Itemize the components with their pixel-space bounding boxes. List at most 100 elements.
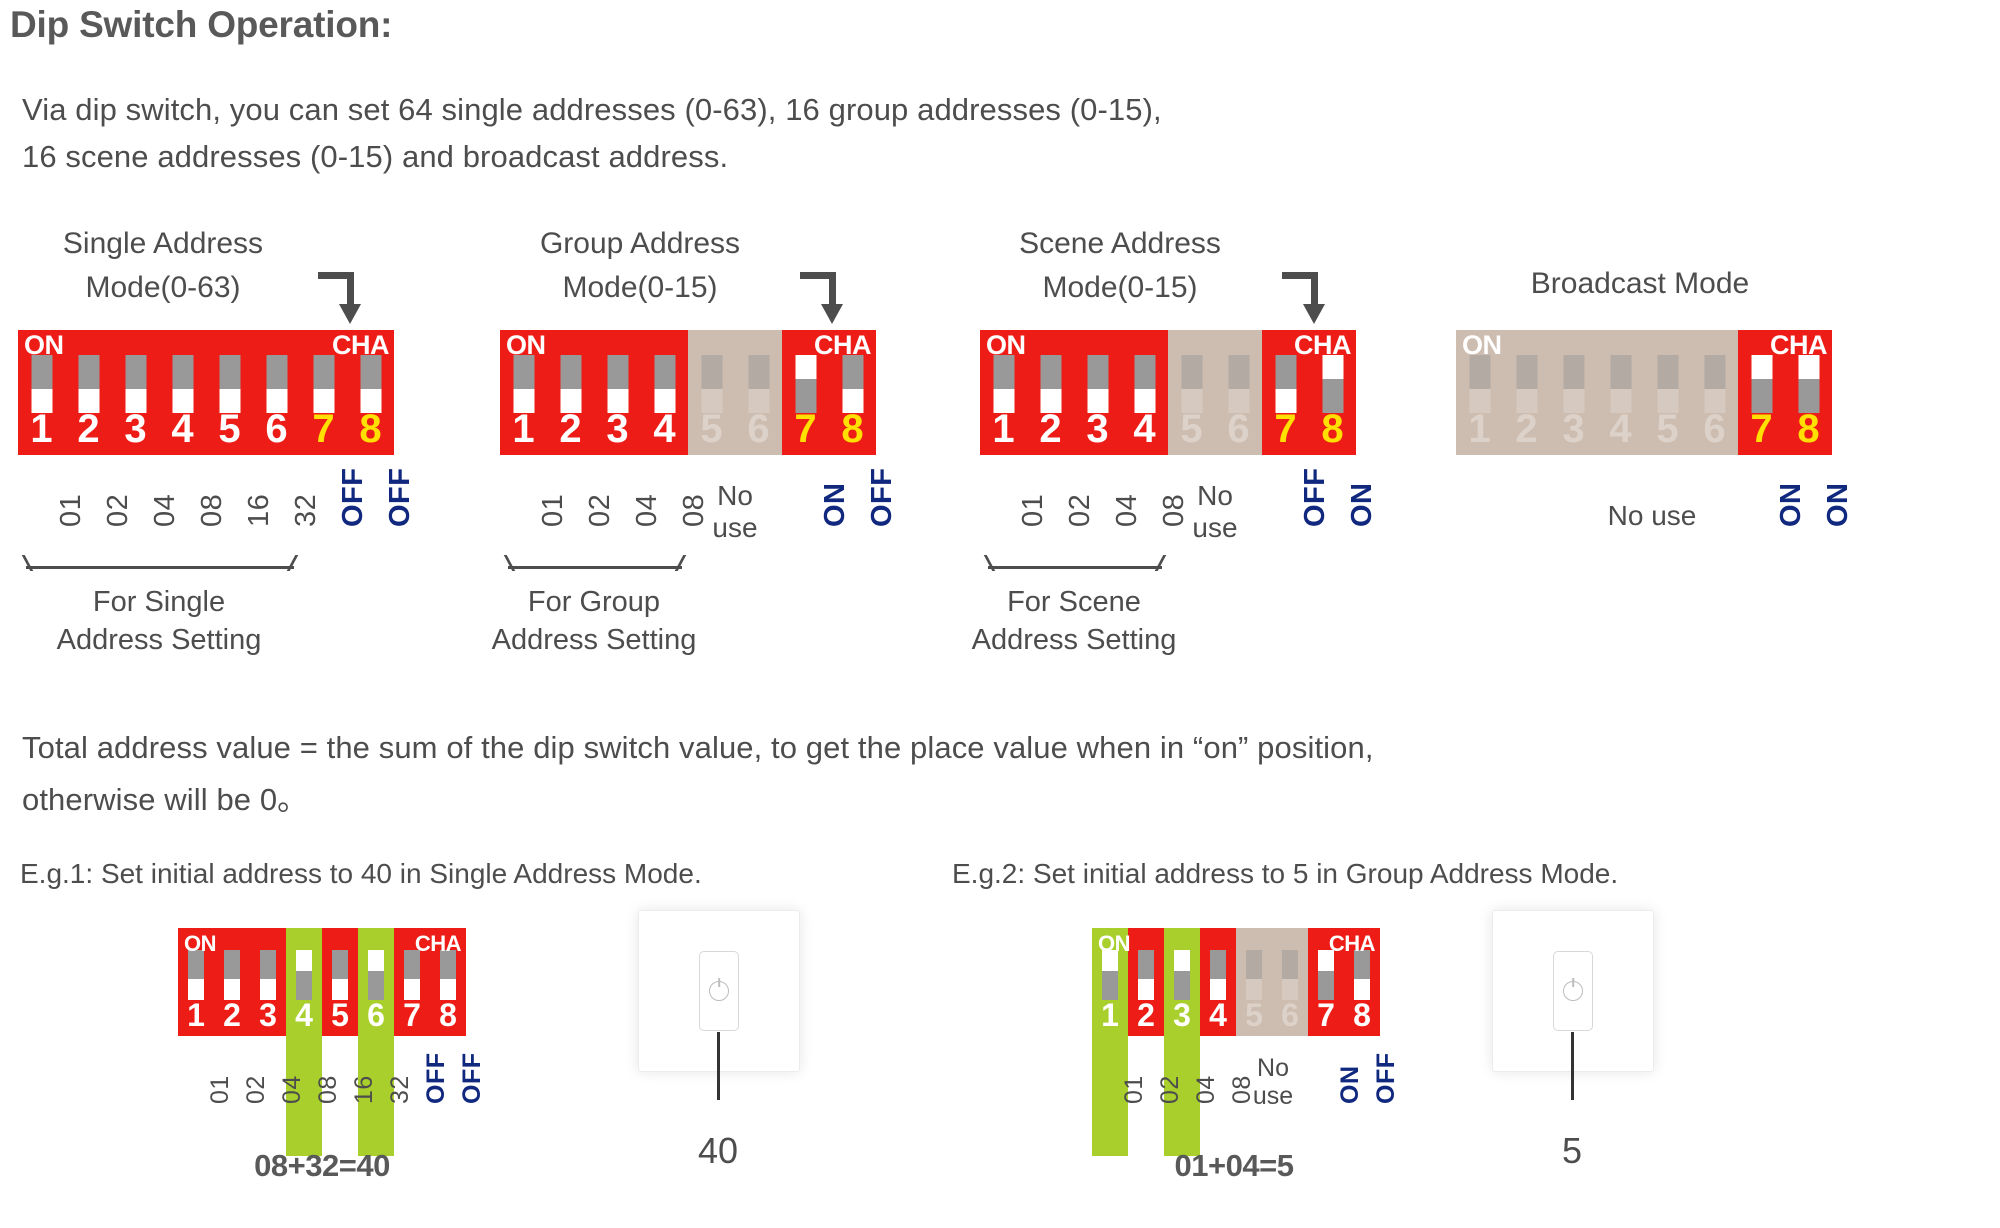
dip-switch-toggle-5[interactable]	[1181, 355, 1202, 413]
dip-switch-cell-3[interactable]: 3	[1164, 928, 1200, 1036]
dip-switch-cell-6[interactable]: 6	[253, 330, 300, 455]
dip-switch-toggle-5[interactable]	[701, 355, 722, 413]
dip-switch-cell-8[interactable]: 8	[347, 330, 394, 455]
dip-switch-cell-1[interactable]: 1	[178, 928, 214, 1036]
dip-switch-cell-4[interactable]: 4	[286, 928, 322, 1036]
dip-switch-toggle-7[interactable]	[1318, 950, 1334, 1000]
dip-switch-toggle-2[interactable]	[560, 355, 581, 413]
dip-switch-toggle-6[interactable]	[748, 355, 769, 413]
dip-switch-cell-1[interactable]: 1	[1456, 330, 1503, 455]
dip-switch-cell-7[interactable]: 7	[1262, 330, 1309, 455]
dip-switch-toggle-2[interactable]	[224, 950, 240, 1000]
dip-switch-toggle-6[interactable]	[1704, 355, 1725, 413]
dip-switch-cell-3[interactable]: 3	[1074, 330, 1121, 455]
dip-switch-toggle-3[interactable]	[607, 355, 628, 413]
wall-switch-rocker-2[interactable]	[1553, 951, 1593, 1031]
dip-switch-cell-8[interactable]: 8	[829, 330, 876, 455]
dip-switch-cell-1[interactable]: 1	[18, 330, 65, 455]
dip-switch-toggle-7[interactable]	[404, 950, 420, 1000]
dip-switch-toggle-8[interactable]	[440, 950, 456, 1000]
dip-switch-cell-2[interactable]: 2	[65, 330, 112, 455]
dip-switch-toggle-4[interactable]	[172, 355, 193, 413]
dip-switch-cell-7[interactable]: 7	[1308, 928, 1344, 1036]
dip-switch-toggle-4[interactable]	[296, 950, 312, 1000]
dip-switch-cell-3[interactable]: 3	[594, 330, 641, 455]
dip-switch-toggle-5[interactable]	[332, 950, 348, 1000]
dip-switch-toggle-5[interactable]	[1246, 950, 1262, 1000]
dip-switch-toggle-3[interactable]	[1174, 950, 1190, 1000]
dip-switch-cell-6[interactable]: 6	[1215, 330, 1262, 455]
dip-switch-toggle-3[interactable]	[125, 355, 146, 413]
dip-switch-cell-2[interactable]: 2	[1128, 928, 1164, 1036]
dip-switch-cell-8[interactable]: 8	[1309, 330, 1356, 455]
wall-switch-panel-2[interactable]	[1492, 910, 1654, 1072]
dip-switch-toggle-8[interactable]	[1322, 355, 1343, 413]
dip-switch-toggle-7[interactable]	[795, 355, 816, 413]
dip-switch-cell-6[interactable]: 6	[358, 928, 394, 1036]
dip-switch-cell-4[interactable]: 4	[1597, 330, 1644, 455]
dip-switch-cell-8[interactable]: 8	[1785, 330, 1832, 455]
dip-switch-cell-1[interactable]: 1	[980, 330, 1027, 455]
dip-switch-toggle-4[interactable]	[1610, 355, 1631, 413]
dip-switch-cell-4[interactable]: 4	[1121, 330, 1168, 455]
dip-switch-toggle-2[interactable]	[1516, 355, 1537, 413]
dip-switch-toggle-5[interactable]	[1657, 355, 1678, 413]
dip-switch-cell-1[interactable]: 1	[1092, 928, 1128, 1036]
dip-switch-cell-2[interactable]: 2	[1027, 330, 1074, 455]
wall-switch-rocker-1[interactable]	[699, 951, 739, 1031]
dip-switch-cell-5[interactable]: 5	[1644, 330, 1691, 455]
dip-switch-cell-7[interactable]: 7	[300, 330, 347, 455]
dip-switch-cell-5[interactable]: 5	[206, 330, 253, 455]
dip-switch-cell-2[interactable]: 2	[1503, 330, 1550, 455]
dip-switch-cell-4[interactable]: 4	[641, 330, 688, 455]
dip-switch-cell-6[interactable]: 6	[735, 330, 782, 455]
dip-switch-toggle-3[interactable]	[1563, 355, 1584, 413]
dip-switch-toggle-2[interactable]	[1138, 950, 1154, 1000]
dip-switch-toggle-1[interactable]	[993, 355, 1014, 413]
dip-switch-toggle-7[interactable]	[1275, 355, 1296, 413]
dip-switch-toggle-7[interactable]	[1751, 355, 1772, 413]
dip-switch-toggle-8[interactable]	[1798, 355, 1819, 413]
dip-switch-toggle-8[interactable]	[842, 355, 863, 413]
dip-switch-toggle-1[interactable]	[188, 950, 204, 1000]
dip-switch-cell-3[interactable]: 3	[112, 330, 159, 455]
dip-switch-toggle-4[interactable]	[654, 355, 675, 413]
dip-switch-cell-6[interactable]: 6	[1691, 330, 1738, 455]
dip-switch-toggle-5[interactable]	[219, 355, 240, 413]
dip-switch-toggle-2[interactable]	[78, 355, 99, 413]
dip-switch-toggle-1[interactable]	[31, 355, 52, 413]
dip-switch-toggle-7[interactable]	[313, 355, 334, 413]
dip-switch-cell-4[interactable]: 4	[1200, 928, 1236, 1036]
dip-switch-toggle-1[interactable]	[1102, 950, 1118, 1000]
dip-switch-cell-7[interactable]: 7	[1738, 330, 1785, 455]
dip-switch-toggle-6[interactable]	[1228, 355, 1249, 413]
dip-switch-cell-5[interactable]: 5	[1236, 928, 1272, 1036]
dip-switch-toggle-8[interactable]	[1354, 950, 1370, 1000]
dip-switch-cell-2[interactable]: 2	[214, 928, 250, 1036]
dip-switch-toggle-6[interactable]	[368, 950, 384, 1000]
dip-switch-toggle-1[interactable]	[513, 355, 534, 413]
dip-switch-cell-3[interactable]: 3	[1550, 330, 1597, 455]
dip-switch-toggle-6[interactable]	[266, 355, 287, 413]
dip-switch-cell-5[interactable]: 5	[322, 928, 358, 1036]
dip-switch-cell-3[interactable]: 3	[250, 928, 286, 1036]
dip-switch-toggle-8[interactable]	[360, 355, 381, 413]
dip-switch-toggle-1[interactable]	[1469, 355, 1490, 413]
dip-switch-cell-8[interactable]: 8	[1344, 928, 1380, 1036]
dip-switch-toggle-4[interactable]	[1210, 950, 1226, 1000]
dip-switch-toggle-3[interactable]	[260, 950, 276, 1000]
dip-switch-cell-8[interactable]: 8	[430, 928, 466, 1036]
dip-switch-cell-7[interactable]: 7	[394, 928, 430, 1036]
dip-switch-cell-6[interactable]: 6	[1272, 928, 1308, 1036]
dip-switch-cell-1[interactable]: 1	[500, 330, 547, 455]
dip-switch-toggle-4[interactable]	[1134, 355, 1155, 413]
dip-switch-cell-5[interactable]: 5	[1168, 330, 1215, 455]
dip-switch-number-1: 1	[1101, 997, 1119, 1033]
dip-switch-toggle-3[interactable]	[1087, 355, 1108, 413]
dip-switch-cell-5[interactable]: 5	[688, 330, 735, 455]
dip-switch-toggle-6[interactable]	[1282, 950, 1298, 1000]
dip-switch-cell-4[interactable]: 4	[159, 330, 206, 455]
dip-switch-toggle-2[interactable]	[1040, 355, 1061, 413]
dip-switch-cell-7[interactable]: 7	[782, 330, 829, 455]
dip-switch-cell-2[interactable]: 2	[547, 330, 594, 455]
